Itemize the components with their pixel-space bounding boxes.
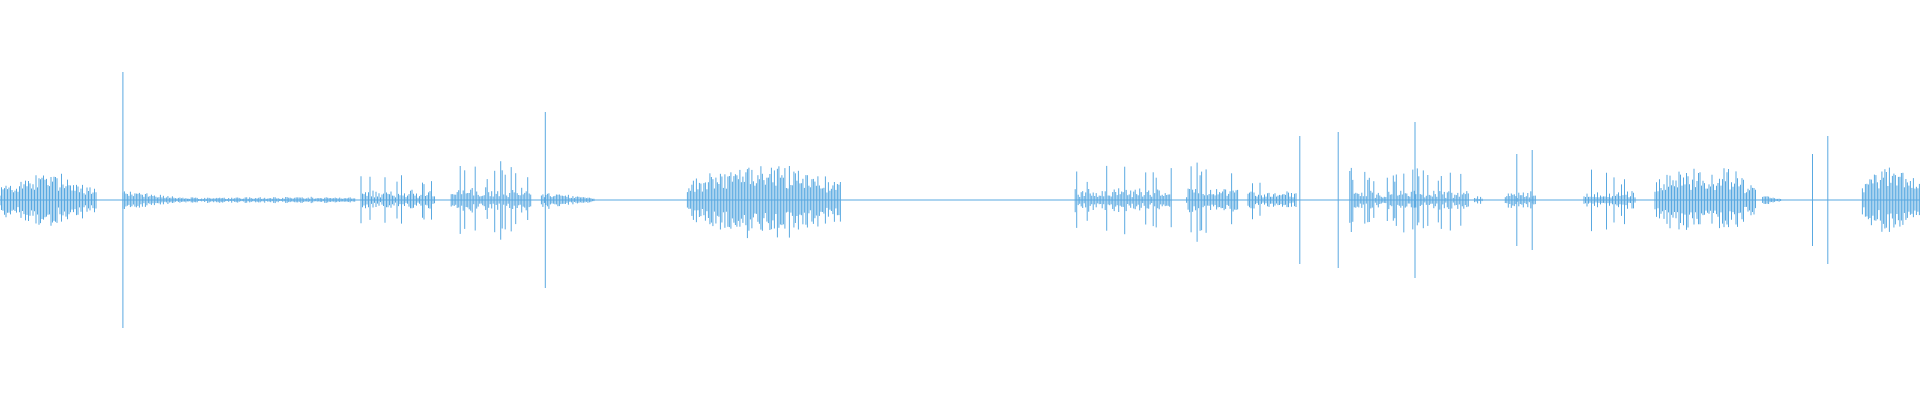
waveform-samples (0, 72, 1920, 328)
